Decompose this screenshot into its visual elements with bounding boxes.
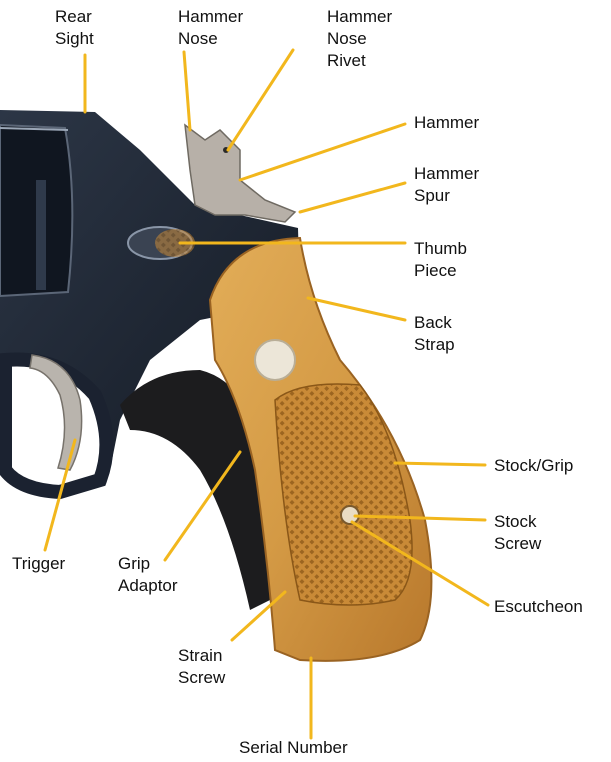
grip-medallion (255, 340, 295, 380)
grip-checkering (275, 384, 412, 605)
label-hammer-nose: HammerNose (178, 6, 243, 50)
label-trigger: Trigger (12, 553, 65, 575)
label-thumb-piece: ThumbPiece (414, 238, 467, 282)
label-escutcheon: Escutcheon (494, 596, 583, 618)
cylinder-flute (36, 180, 46, 290)
leader-hammer (240, 124, 405, 180)
leader-hammer-spur (300, 183, 405, 212)
hammer-metal (185, 125, 295, 222)
label-hammer-nose-rivet: HammerNoseRivet (327, 6, 392, 72)
leader-back-strap (308, 298, 405, 320)
leader-hammer-nose (184, 52, 190, 130)
label-grip-adaptor: GripAdaptor (118, 553, 178, 597)
label-stock-screw: StockScrew (494, 511, 541, 555)
label-rear-sight: RearSight (55, 6, 94, 50)
label-stock-grip: Stock/Grip (494, 455, 573, 477)
label-back-strap: BackStrap (414, 312, 455, 356)
leader-stock-grip (395, 463, 485, 465)
leader-hammer-nose-rivet (228, 50, 293, 150)
label-hammer-spur: HammerSpur (414, 163, 479, 207)
label-strain-screw: StrainScrew (178, 645, 225, 689)
label-serial-number: Serial Number (239, 737, 348, 759)
label-hammer: Hammer (414, 112, 479, 134)
